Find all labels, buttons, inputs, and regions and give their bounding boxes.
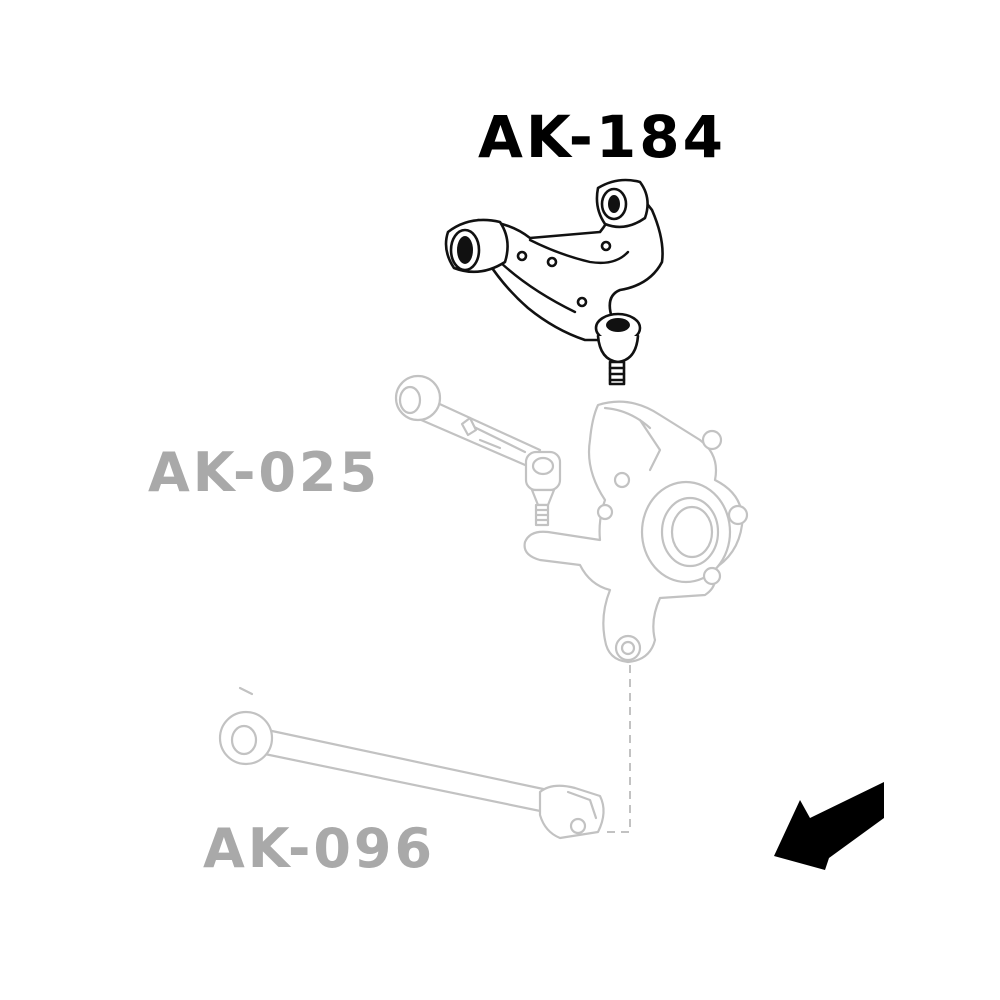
alignment-guide-line xyxy=(605,665,631,833)
arrow-down-left-icon xyxy=(774,782,884,870)
upper-control-arm-drawing xyxy=(444,178,664,386)
toe-arm-drawing xyxy=(394,374,562,527)
knuckle-drawing xyxy=(523,400,749,664)
part-label-toe-arm: AK-025 xyxy=(148,441,381,504)
part-label-upper-control-arm: AK-184 xyxy=(478,103,726,171)
lower-link-drawing xyxy=(218,686,605,840)
part-label-lower-link: AK-096 xyxy=(203,817,436,880)
